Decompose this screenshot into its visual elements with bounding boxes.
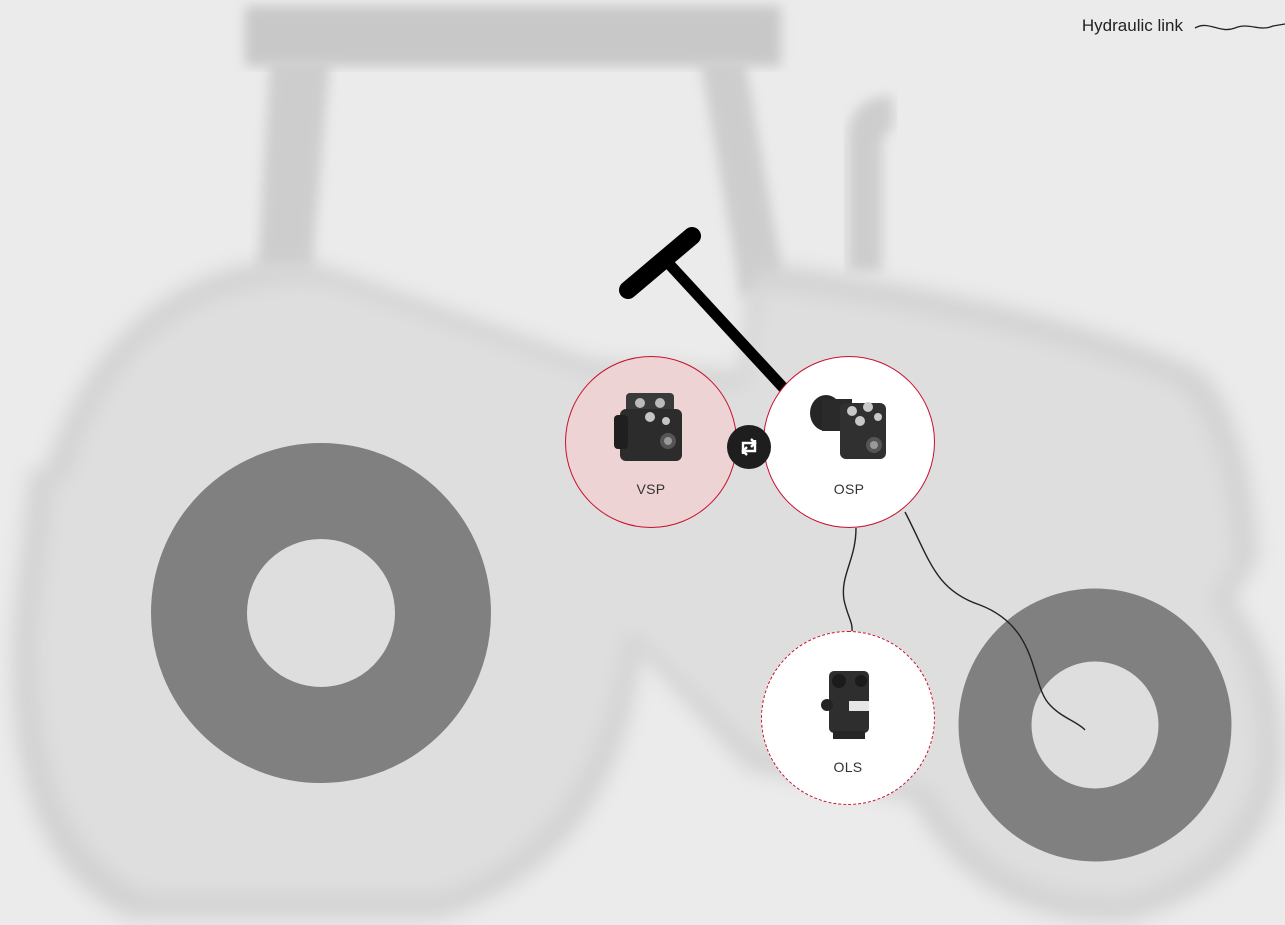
node-vsp[interactable]: VSP [565,356,737,528]
swap-arrows-icon [738,437,760,457]
tractor-exhaust [848,96,893,272]
steering-unit-icon [606,387,696,471]
tractor-roof [245,6,781,66]
node-ols[interactable]: OLS [761,631,935,805]
tractor-cab-right-pillar [700,60,782,300]
node-vsp-label: VSP [637,481,666,497]
node-osp[interactable]: OSP [763,356,935,528]
node-ols-label: OLS [834,759,863,775]
node-osp-label: OSP [834,481,864,497]
tractor-cab-left-pillar [258,60,330,268]
wave-line-icon [1193,16,1285,36]
legend-label: Hydraulic link [1082,16,1183,36]
swap-button[interactable] [727,425,771,469]
priority-valve-icon [803,661,893,745]
steering-unit-motor-icon [804,387,894,471]
legend: Hydraulic link [1082,12,1285,40]
